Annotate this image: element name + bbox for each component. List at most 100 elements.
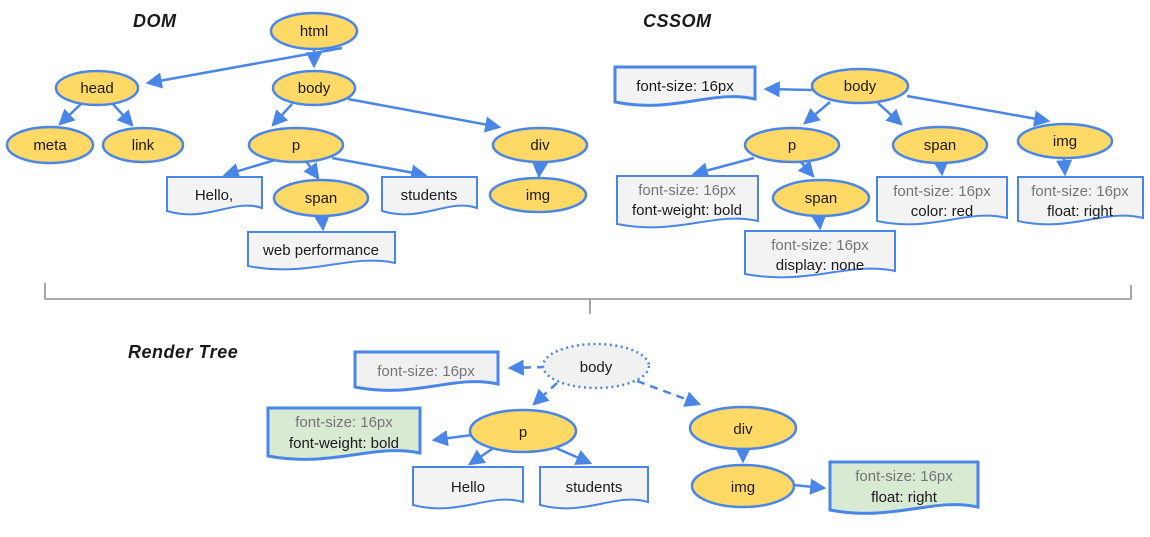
dom-node-div-shape [491, 126, 589, 164]
arrow-cssom-body-to-span [877, 102, 903, 126]
arrow-cssom-body-to-img [906, 94, 1051, 127]
dom-node-body-label: body [298, 80, 331, 97]
cssom-rule-body: font-size: 16px [613, 65, 757, 107]
render-textnode-hello-shape [412, 466, 524, 510]
arrow-p-to-students [331, 156, 428, 181]
cssom-rule-span-in-p: font-size: 16px display: none [744, 230, 896, 279]
arrow-cssom-span-to-style [932, 159, 949, 177]
cssom-node-span-shape [891, 125, 989, 165]
dom-node-img-shape [488, 176, 588, 214]
arrow-render-img-to-style [792, 478, 827, 495]
dom-node-link-shape [101, 126, 185, 164]
render-node-p: p [468, 408, 578, 454]
render-style-img-line2: float: right [871, 489, 938, 506]
dom-node-p: p [247, 126, 345, 164]
cssom-node-body-label: body [844, 78, 877, 95]
render-textnode-students-shape [539, 466, 649, 510]
arrow-render-body-to-fontsize [507, 359, 546, 376]
cssom-rule-span-in-p-shape [744, 230, 896, 279]
arrow-render-p-to-style [431, 430, 473, 447]
dom-node-body: body [271, 69, 357, 107]
cssom-node-img-label: img [1053, 133, 1077, 150]
render-node-p-label: p [519, 424, 527, 441]
render-textnode-students: students [539, 466, 649, 510]
cssom-section-title: CSSOM [643, 11, 712, 31]
dom-node-meta-shape [5, 125, 95, 165]
render-style-body-line1: font-size: 16px [377, 363, 475, 380]
cssom-rule-span-line2: color: red [911, 203, 974, 220]
dom-textnode-students: students [381, 176, 478, 216]
render-style-body: font-size: 16px [353, 350, 500, 392]
cssom-rule-span: font-size: 16px color: red [876, 176, 1008, 226]
render-textnode-students-label: students [566, 479, 623, 496]
arrow-render-body-to-div [636, 379, 702, 407]
dom-node-span-label: span [305, 190, 338, 207]
dom-node-meta: meta [5, 125, 95, 165]
arrow-render-p-to-students [555, 446, 593, 465]
dom-node-img-label: img [526, 187, 550, 204]
render-node-body-shape [541, 342, 651, 390]
cssom-node-p: p [743, 126, 841, 164]
render-style-img-line1: font-size: 16px [855, 468, 953, 485]
arrow-cssom-p-to-style [691, 156, 755, 179]
cssom-node-img: img [1016, 122, 1114, 160]
arrow-cssom-img-to-style [1055, 158, 1073, 177]
arrow-body-to-div [347, 97, 502, 133]
arrow-head-to-meta [58, 102, 83, 126]
dom-tree: html head body meta link p div span [5, 11, 589, 271]
cssom-rule-p-line2: font-weight: bold [632, 202, 742, 219]
dom-textnode-students-shape [381, 176, 478, 216]
render-node-img-label: img [731, 479, 755, 496]
dom-textnode-webperf-shape [247, 231, 396, 271]
cssom-rule-p: font-size: 16px font-weight: bold [616, 175, 759, 229]
cssom-rule-span-in-p-line2: display: none [776, 257, 864, 274]
render-style-p-shape [266, 406, 422, 461]
cssom-node-p-label: p [788, 137, 796, 154]
dom-node-div: div [491, 126, 589, 164]
dom-textnode-webperf-label: web performance [262, 242, 379, 259]
render-edges [431, 359, 827, 495]
cssom-rule-span-line1: font-size: 16px [893, 183, 991, 200]
arrow-p-to-hello [222, 158, 276, 179]
arrow-cssom-spaninp-to-style [810, 213, 827, 231]
arrow-span-to-webperf [313, 214, 330, 232]
dom-node-html: html [269, 11, 359, 51]
bracket-line [44, 283, 1132, 300]
dom-section-title: DOM [133, 11, 177, 31]
arrow-cssom-p-to-span [797, 160, 815, 178]
render-style-body-shape [353, 350, 500, 392]
arrow-div-to-img [531, 161, 549, 179]
dom-node-head-shape [54, 69, 140, 107]
arrow-cssom-body-to-p [803, 101, 831, 125]
dom-node-span-shape [272, 178, 370, 218]
cssom-rule-img-line1: font-size: 16px [1031, 183, 1129, 200]
render-node-p-shape [468, 408, 578, 454]
render-tree-section-title: Render Tree [128, 342, 238, 362]
dom-node-html-shape [269, 11, 359, 51]
cssom-node-span-in-p-shape [771, 178, 871, 218]
render-node-div-label: div [733, 421, 753, 438]
cssom-rule-img-shape [1017, 176, 1144, 226]
cssom-rule-img: font-size: 16px float: right [1017, 176, 1144, 226]
dom-textnode-webperf: web performance [247, 231, 396, 271]
arrow-head-to-link [111, 102, 134, 127]
cssom-rule-body-shape [613, 65, 757, 107]
render-style-p: font-size: 16px font-weight: bold [266, 406, 422, 461]
dom-textnode-students-label: students [401, 187, 458, 204]
render-node-img-shape [690, 463, 796, 509]
render-style-p-line1: font-size: 16px [295, 414, 393, 431]
dom-node-p-shape [247, 126, 345, 164]
cssom-node-body: body [810, 67, 910, 105]
render-style-img-shape [828, 460, 980, 515]
dom-textnode-hello-shape [166, 176, 263, 216]
render-tree: font-size: 16px body p div img font-size… [266, 342, 980, 515]
render-style-img: font-size: 16px float: right [828, 460, 980, 515]
cssom-rule-span-in-p-line1: font-size: 16px [771, 237, 869, 254]
render-node-img: img [690, 463, 796, 509]
render-node-div: div [688, 405, 798, 451]
dom-node-head-label: head [80, 80, 113, 97]
cssom-node-p-shape [743, 126, 841, 164]
cssom-node-img-shape [1016, 122, 1114, 160]
arrow-body-to-p [271, 103, 293, 127]
